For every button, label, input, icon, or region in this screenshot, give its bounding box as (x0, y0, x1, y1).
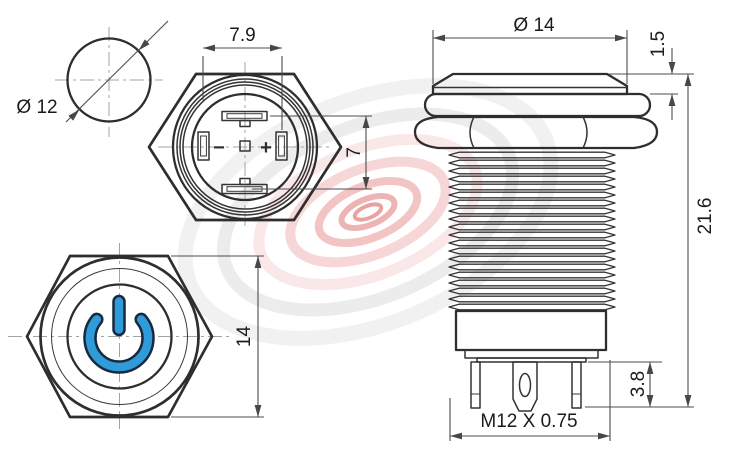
collar-ring (423, 92, 652, 118)
dim-label-14: 14 (234, 326, 255, 348)
dim-label-7: 7 (344, 147, 365, 158)
dim-head-height: 1.5 (609, 31, 694, 120)
dim-pin-spacing-horizontal: 7.9 (202, 25, 283, 130)
plus-polarity-mark: + (260, 137, 272, 159)
hex-nut (413, 115, 659, 150)
thread-shank (447, 151, 617, 311)
housing-step (464, 349, 599, 359)
dim-head-diameter: Ø 14 (432, 15, 628, 84)
bezel-ring (39, 256, 200, 417)
dim-label-diameter-14: Ø 14 (513, 15, 555, 36)
dim-button-diameter: Ø 12 (16, 20, 169, 123)
dim-label-7-9: 7.9 (229, 25, 255, 46)
solder-pins (470, 361, 582, 412)
dim-pin-length: 3.8 (588, 361, 662, 407)
dim-across-flats: 14 (171, 255, 264, 418)
dim-label-21-6: 21.6 (695, 198, 716, 235)
view-rear: − + 7.9 7 (147, 25, 372, 230)
ring-outer (171, 73, 319, 221)
dim-label-1-5: 1.5 (648, 31, 669, 57)
dim-label-3-8: 3.8 (628, 371, 649, 397)
dim-label-diameter-12: Ø 12 (16, 97, 57, 118)
terminal-top (221, 110, 268, 128)
ring-inner (190, 92, 300, 202)
dim-body-length: 21.6 (585, 74, 716, 408)
view-front: 14 (8, 243, 264, 429)
center-square (239, 140, 251, 152)
power-icon (83, 294, 155, 374)
housing (454, 309, 608, 352)
view-button-top: Ø 12 (16, 20, 169, 137)
minus-polarity-mark: − (213, 137, 225, 159)
button-outline (66, 37, 152, 123)
button-cap-ring (66, 283, 173, 390)
button-head (431, 72, 629, 96)
dim-thread-spec: M12 X 0.75 (449, 360, 611, 441)
led-pin-minus (197, 131, 210, 161)
hex-body (25, 254, 214, 419)
view-side: Ø 14 1.5 21.6 3.8 (413, 15, 716, 441)
dim-pin-spacing-vertical: 7 (252, 115, 372, 190)
hex-body (147, 72, 343, 222)
led-pin-plus (275, 131, 288, 161)
dim-label-m12: M12 X 0.75 (480, 411, 577, 432)
